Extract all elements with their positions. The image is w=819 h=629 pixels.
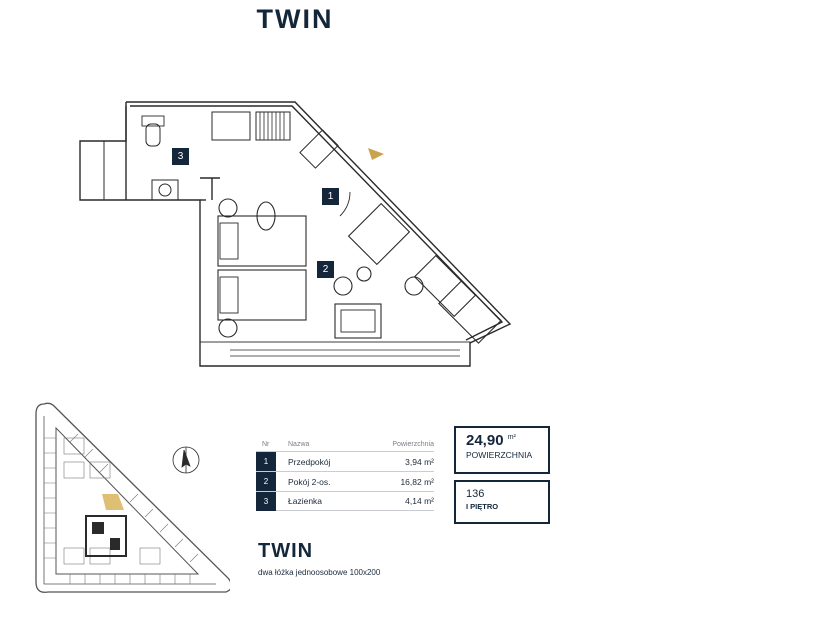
room-table-header: Nr Nazwa Powierzchnia — [256, 437, 434, 451]
table-row: 3 Łazienka 4,14 m² — [256, 491, 434, 511]
desk-3 — [438, 280, 502, 344]
round-table-1 — [333, 276, 353, 296]
table-row: 2 Pokój 2-os. 16,82 m² — [256, 471, 434, 491]
floor-plan-drawing — [79, 101, 512, 367]
room-badge-3: 3 — [172, 148, 189, 165]
header-name: Nazwa — [288, 440, 310, 448]
desk-chair — [404, 276, 424, 296]
row-area: 16,82 m² — [400, 476, 434, 487]
tv-unit — [299, 129, 339, 169]
core-block — [85, 515, 127, 557]
table-row: 1 Przedpokój 3,94 m² — [256, 451, 434, 471]
building-locator-map — [30, 398, 233, 603]
room-table: Nr Nazwa Powierzchnia 1 Przedpokój 3,94 … — [256, 437, 434, 511]
outer-wall — [79, 101, 512, 367]
entrance-niche — [79, 140, 105, 201]
unit-info-box: 136 I PIĘTRO — [454, 480, 550, 524]
total-area-box: 24,90 m² POWIERZCHNIA — [454, 426, 550, 474]
desk-1 — [347, 202, 411, 266]
row-nr: 2 — [256, 472, 276, 491]
window-strip — [199, 341, 471, 367]
toilet — [145, 123, 161, 147]
oval-table — [256, 201, 276, 231]
bed-2 — [217, 269, 307, 321]
total-area: 24,90 m² — [466, 432, 516, 449]
unit-type-title: TWIN — [258, 540, 314, 562]
row-nr: 3 — [256, 491, 276, 511]
sink — [151, 179, 179, 201]
lamp-1 — [218, 198, 238, 218]
total-area-label: POWIERZCHNIA — [466, 450, 533, 460]
armchair — [334, 303, 382, 339]
row-area: 3,94 m² — [405, 456, 434, 467]
floor-label: I PIĘTRO — [466, 502, 499, 511]
floor-plan: 1 2 3 — [70, 88, 530, 383]
row-nr: 1 — [256, 452, 276, 471]
wardrobe — [211, 111, 251, 141]
lamp-2 — [218, 318, 238, 338]
row-name: Łazienka — [288, 496, 323, 506]
shoe-rack — [255, 111, 291, 141]
round-table-2 — [356, 266, 372, 282]
bed-1 — [217, 215, 307, 267]
row-name: Pokój 2-os. — [288, 476, 331, 487]
desk-2 — [413, 254, 477, 318]
room-badge-2: 2 — [317, 261, 334, 278]
unit-number: 136 — [466, 488, 485, 500]
header-area: Powierzchnia — [392, 440, 434, 448]
unit-highlight — [102, 494, 124, 510]
building-triangle-drawing — [35, 402, 233, 593]
row-area: 4,14 m² — [405, 496, 434, 506]
inner-outer-wall — [130, 105, 504, 341]
compass-icon — [172, 446, 200, 474]
entrance-arrow-icon — [368, 148, 384, 160]
header-nr: Nr — [262, 440, 270, 448]
room-badge-1: 1 — [322, 188, 339, 205]
unit-type-subtitle: dwa łóżka jednoosobowe 100x200 — [258, 568, 381, 577]
row-name: Przedpokój — [288, 456, 331, 467]
door-swing — [339, 191, 351, 217]
page-title: TWIN — [256, 4, 334, 34]
